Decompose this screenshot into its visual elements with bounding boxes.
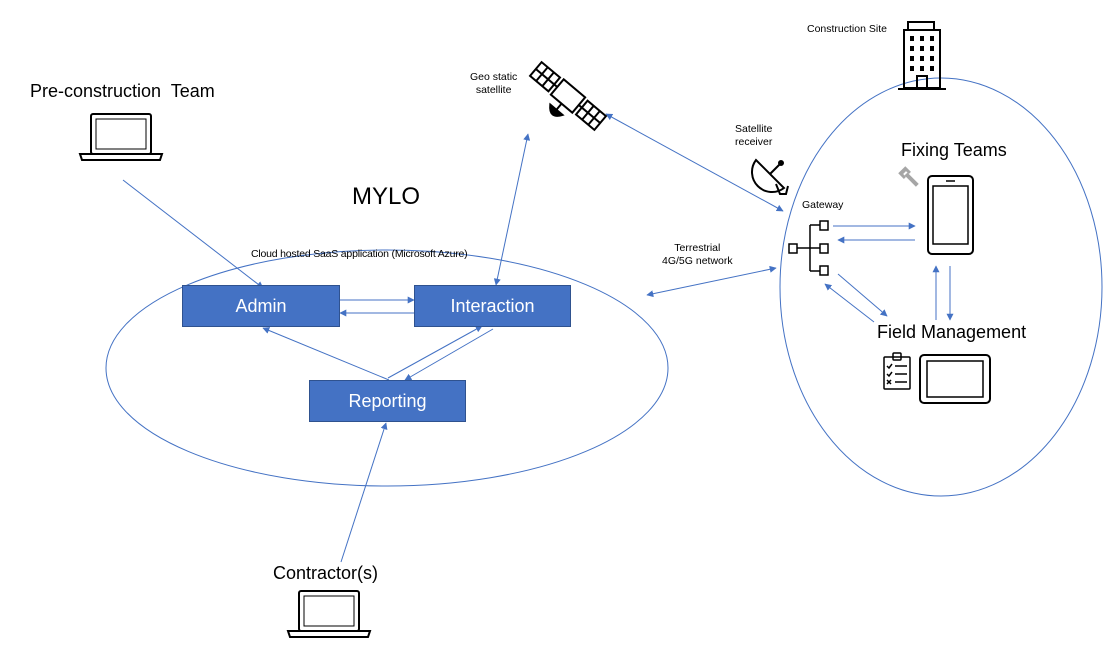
- network-hierarchy-icon: [788, 220, 829, 276]
- connectors: [122, 113, 954, 563]
- gateway-label: Gateway: [802, 199, 844, 211]
- field-management-label: Field Management: [877, 322, 1027, 342]
- contractors-to-reporting-arrow: [340, 422, 388, 563]
- admin-module-box[interactable]: Admin: [182, 285, 340, 327]
- tablet-icon: [919, 354, 991, 404]
- construction-site-label: Construction Site: [807, 23, 887, 35]
- terrestrial-link: [646, 265, 777, 298]
- contractors-label: Contractor(s): [273, 563, 379, 583]
- satellite-label: Geo static satellite: [470, 71, 518, 96]
- preconstruction-label: Pre-construction Team: [30, 81, 215, 101]
- satellite-gateway-link: [605, 113, 784, 212]
- phone-icon: [927, 175, 974, 255]
- interaction-to-reporting-arrow: [404, 328, 494, 381]
- terrestrial-label: Terrestrial 4G/5G network: [662, 242, 733, 267]
- reporting-module-box[interactable]: Reporting: [309, 380, 466, 422]
- building-icon: [898, 21, 946, 90]
- laptop-icon: [78, 113, 164, 161]
- cloud-label: Cloud hosted SaaS application (Microsoft…: [251, 248, 468, 260]
- satellite-dish-icon: [751, 158, 789, 195]
- wrench-icon: [898, 166, 919, 187]
- interaction-satellite-link: [493, 133, 531, 286]
- laptop-icon: [286, 590, 372, 638]
- fixing-teams-label: Fixing Teams: [901, 140, 1007, 160]
- field-to-gateway-arrow: [824, 283, 875, 323]
- gateway-to-field-arrow: [837, 273, 888, 317]
- satellite-icon: [528, 60, 608, 132]
- interaction-module-box[interactable]: Interaction: [414, 285, 571, 327]
- cloud-ellipse: [105, 249, 669, 487]
- reporting-to-interaction-arrow: [387, 325, 483, 379]
- diagram-title: MYLO: [352, 183, 421, 210]
- reporting-to-admin-arrow: [262, 327, 390, 381]
- preconstruction-to-admin-arrow: [122, 179, 264, 289]
- clipboard-checklist-icon: [883, 352, 911, 390]
- satellite-receiver-label: Satellite receiver: [735, 123, 773, 148]
